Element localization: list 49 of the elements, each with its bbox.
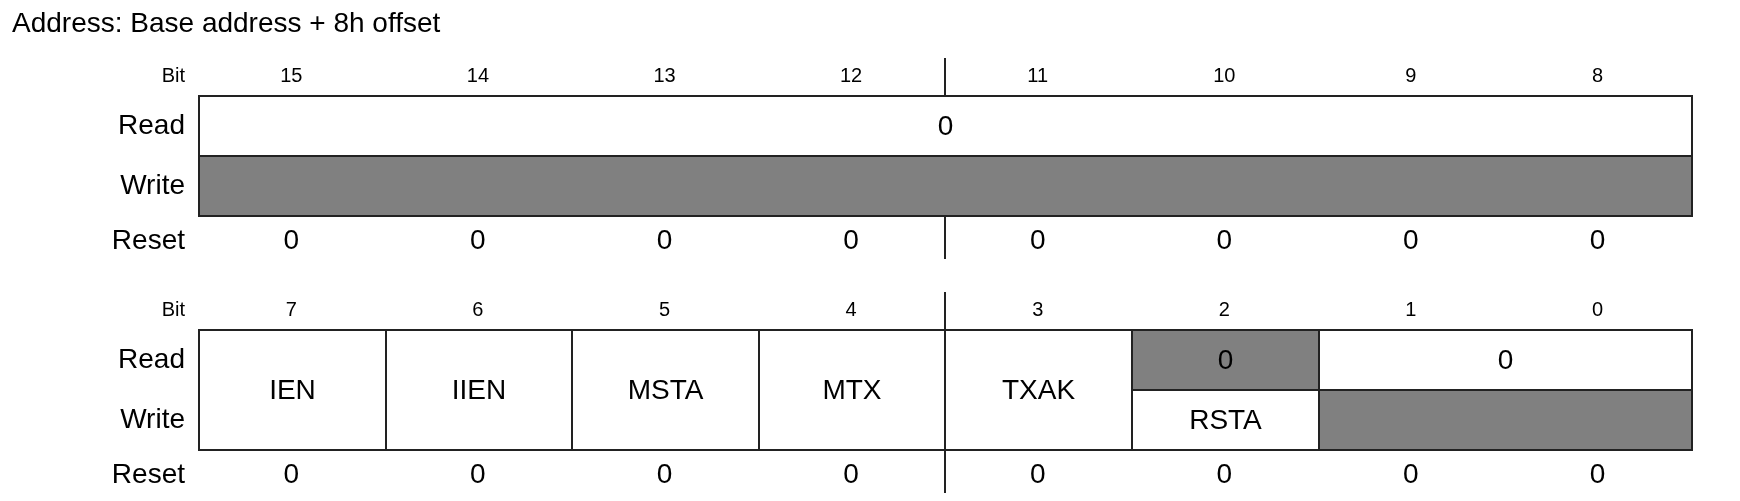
read-value-cell: 0 [1131,329,1320,391]
register-address-title: Address: Base address + 8h offset [12,9,441,37]
reset-value: 0 [283,226,300,254]
bit-number: 4 [845,299,857,319]
row-label: Bit [161,299,185,319]
row-label: Reset [111,460,185,488]
reset-value: 0 [470,226,486,254]
bit-number: 1 [1405,299,1417,319]
bit-number: 8 [1591,65,1604,85]
reset-value: 0 [1589,226,1606,254]
reset-value: 0 [656,460,673,488]
bit-number: 15 [280,65,303,85]
reset-value: 0 [1029,460,1046,488]
bit-field-cell: MTX [758,329,946,451]
reset-value: 0 [1403,460,1419,488]
reset-value: 0 [1403,226,1419,254]
read-value-cell: 0 [1318,329,1693,391]
reset-value: 0 [843,226,859,254]
row-label: Read [118,345,185,373]
bit-field-cell: IEN [198,329,387,451]
reset-value: 0 [1216,460,1233,488]
bit-field-cell: MSTA [571,329,760,451]
reset-value: 0 [843,460,859,488]
bit-number: 2 [1218,299,1230,319]
reset-value: 0 [1216,226,1233,254]
reset-value: 0 [470,460,486,488]
bit-number: 11 [1027,65,1049,85]
bit-number: 7 [285,299,297,319]
bit-number: 10 [1213,65,1236,85]
bit-number: 5 [658,299,671,319]
row-label: Write [120,171,185,199]
bit-number: 13 [653,65,676,85]
reset-value: 0 [1029,226,1046,254]
reset-value: 0 [283,460,300,488]
bit-number: 6 [472,299,484,319]
bit-number: 14 [466,65,489,85]
bit-number: 3 [1032,299,1044,319]
row-label: Read [118,111,185,139]
bit-number: 12 [839,65,863,85]
row-label: Write [120,405,185,433]
reset-value: 0 [656,226,673,254]
row-label: Reset [111,226,185,254]
bit-number: 0 [1591,299,1604,319]
reset-value: 0 [1589,460,1606,488]
row-label: Bit [161,65,185,85]
bit-number: 9 [1405,65,1417,85]
bit-field-cell: IIEN [385,329,573,451]
read-value-cell: 0 [198,95,1693,157]
bit-field-cell: TXAK [944,329,1133,451]
